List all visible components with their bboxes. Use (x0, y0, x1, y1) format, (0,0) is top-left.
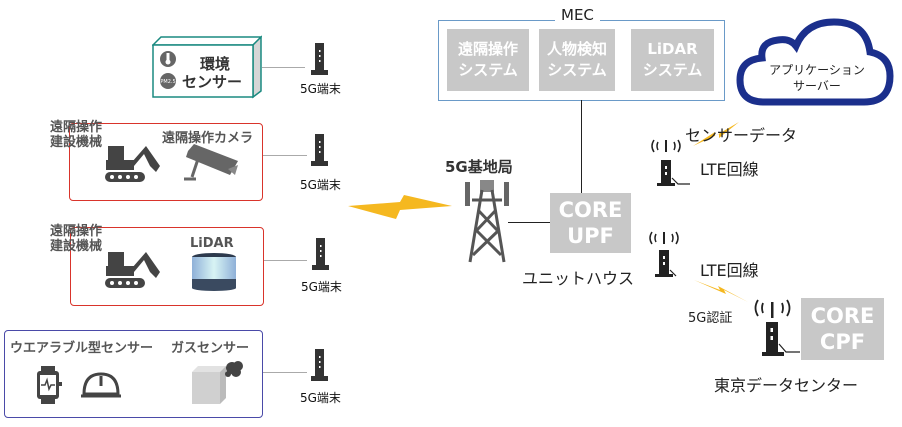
construction-camera-group (69, 123, 263, 201)
upf-label: UPF (567, 224, 614, 248)
cpf-label: CPF (819, 330, 866, 354)
core-label: CORE (558, 198, 623, 222)
side-label-line2: 建設機械 (50, 239, 103, 254)
5g-terminal-icon (311, 349, 328, 381)
5g-terminal-icon (311, 43, 328, 75)
system-suffix: システム (642, 61, 703, 79)
group-side-label: 遠隔操作建設機械 (50, 120, 102, 150)
env-sensor-box: PM2.5 環境 センサー (151, 35, 263, 99)
camera-icon (184, 144, 238, 181)
connector-line (263, 372, 307, 373)
side-label-line1: 遠隔操作 (50, 120, 103, 135)
wearable-sensor-label: ウエアラブル型センサー (10, 341, 154, 356)
lte-router-icon[interactable] (648, 134, 696, 190)
cell-tower-icon[interactable] (462, 180, 512, 264)
connector-line (263, 155, 307, 156)
lte-line-label-2: LTE回線 (700, 261, 759, 280)
tower-to-upf-line (508, 222, 550, 223)
5g-terminal-label: 5G端末 (300, 82, 341, 96)
5g-terminal-4[interactable]: 5G端末 (300, 348, 341, 405)
system-suffix: システム (458, 61, 518, 79)
mec-title: MEC (555, 6, 600, 24)
base-station-label: 5G基地局 (445, 158, 513, 176)
connector-line (264, 260, 307, 261)
group-side-label: 遠隔操作建設機械 (50, 224, 102, 254)
env-sensor-label-2: センサー (182, 73, 243, 91)
mec-to-upf-line (581, 100, 582, 193)
smartwatch-icon (37, 366, 62, 404)
system-suffix: システム (547, 61, 607, 79)
unit-house-label: ユニットハウス (522, 269, 635, 288)
system-name: 人物検知 (546, 40, 607, 58)
cloud-label-line2: サーバー (793, 79, 841, 93)
5g-terminal-2[interactable]: 5G端末 (300, 133, 341, 192)
lidar-label: LiDAR (190, 236, 234, 251)
system-name: 遠隔操作 (457, 40, 518, 58)
application-server-label[interactable]: アプリケーション サーバー (752, 62, 882, 94)
env-sensor-label-1: 環境 (200, 55, 231, 73)
wearable-sensor-group (4, 330, 263, 418)
remote-camera-label: 遠隔操作カメラ (162, 131, 254, 146)
gas-sensor-icon (192, 361, 243, 404)
core-label: CORE (810, 304, 875, 328)
5g-terminal-label: 5G端末 (300, 178, 341, 192)
side-label-line1: 遠隔操作 (50, 224, 103, 239)
5g-terminal-1[interactable]: 5G端末 (300, 42, 341, 96)
cloud-icon (736, 18, 894, 106)
5g-auth-label: 5G認証 (688, 311, 733, 326)
excavator-icon (105, 146, 160, 182)
wireless-lightning-icon (348, 195, 452, 219)
mec-system-person-detection[interactable]: 人物検知システム (539, 29, 615, 91)
excavator-icon (105, 252, 160, 288)
lidar-sensor-icon (192, 253, 236, 291)
5g-terminal-label: 5G端末 (301, 280, 342, 294)
hard-hat-icon (81, 372, 121, 398)
5g-terminal-3[interactable]: 5G端末 (301, 237, 342, 294)
lte-line-label-1: LTE回線 (700, 160, 759, 179)
sensor-data-label: センサーデータ (685, 126, 798, 145)
5g-terminal-icon (311, 134, 328, 166)
system-name: LiDAR (647, 40, 698, 58)
lte-router-icon[interactable] (752, 294, 802, 360)
cloud-label-line1: アプリケーション (769, 63, 865, 77)
lightning-icon (693, 122, 739, 146)
tokyo-datacenter-label: 東京データセンター (714, 376, 859, 395)
svg-text:PM2.5: PM2.5 (160, 79, 175, 85)
5g-terminal-label: 5G端末 (300, 391, 341, 405)
lightning-icon (694, 280, 748, 302)
mec-system-lidar[interactable]: LiDAR システム (631, 29, 714, 91)
side-label-line2: 建設機械 (50, 135, 103, 150)
lte-router-icon[interactable] (646, 228, 694, 284)
thermometer-icon: PM2.5 (160, 51, 176, 89)
connector-line (262, 67, 305, 68)
mec-system-remote-operation[interactable]: 遠隔操作システム (447, 29, 529, 91)
construction-lidar-group (70, 227, 264, 306)
5g-terminal-icon (312, 238, 329, 270)
gas-sensor-label: ガスセンサー (171, 341, 250, 356)
